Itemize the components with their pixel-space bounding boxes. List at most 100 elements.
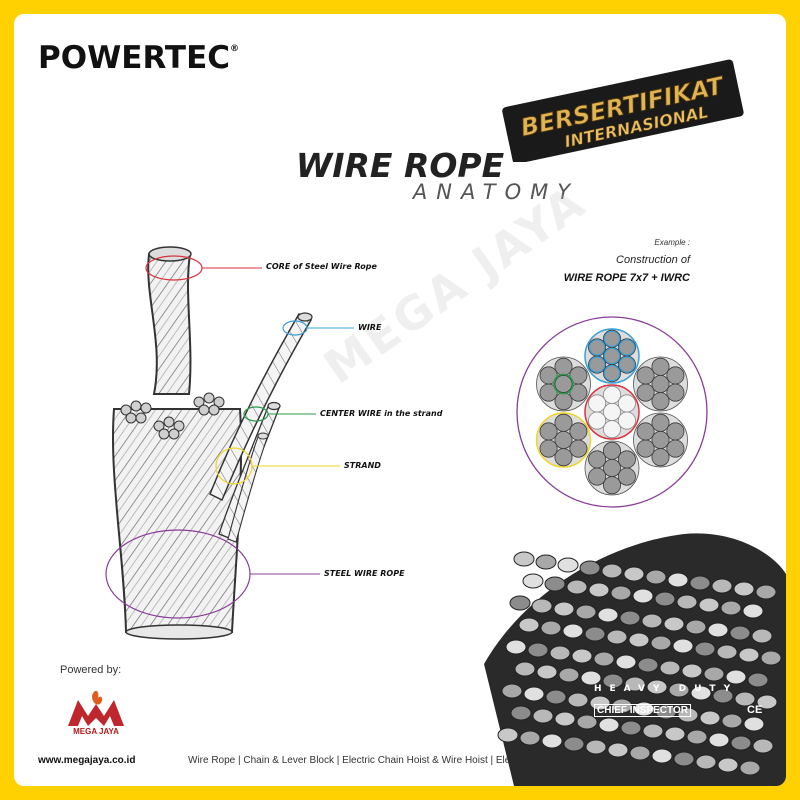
photo-wire-5-2 <box>558 667 580 683</box>
label-strand: STRAND <box>344 461 381 470</box>
photo-wire-5-10 <box>734 691 756 707</box>
photo-wire-0-5 <box>623 566 645 582</box>
outer-strand-3-wire-3 <box>588 467 607 486</box>
photo-wire-2-7 <box>663 616 685 632</box>
example-line1: Construction of <box>616 254 690 266</box>
heavy-duty-text: HEAVY DUTY <box>594 684 739 694</box>
wire-highlight-0 <box>603 347 621 365</box>
wire-highlight-2 <box>603 365 621 382</box>
outer-strand-3-wire-2 <box>603 476 622 495</box>
outer-strand-1-wire-2 <box>651 392 670 411</box>
outer-strand-5-wire-2 <box>554 392 573 411</box>
outer-strand-2-wire-0 <box>651 431 670 450</box>
outer-strand-2-wire-5 <box>651 413 670 432</box>
photo-wire-6-2 <box>545 689 567 705</box>
photo-wire-8-9 <box>695 754 717 770</box>
photo-wire-3-1 <box>540 620 562 636</box>
photo-wire-0-2 <box>557 557 579 573</box>
outer-strand-2-wire-6 <box>666 422 685 441</box>
outer-strand-0-wire-4 <box>588 338 607 357</box>
rope-illustration <box>105 246 354 640</box>
outer-strand-0-wire-3 <box>588 355 607 374</box>
photo-wire-4-2 <box>549 645 571 661</box>
photo-wire-2-5 <box>619 610 641 626</box>
photo-wire-7-6 <box>642 723 664 739</box>
photo-wire-3-0 <box>518 617 540 633</box>
outer-strand-3-wire-6 <box>617 450 636 469</box>
photo-wire-1-4 <box>610 585 632 601</box>
megajaya-logo-text: MEGA JAYA <box>73 727 119 736</box>
megajaya-logo-icon <box>68 690 124 726</box>
brand-logo: POWERTEC® <box>38 40 239 76</box>
photo-wire-8-0 <box>497 727 519 743</box>
outer-strand-0-wire-2 <box>603 364 622 383</box>
photo-wire-8-6 <box>629 745 651 761</box>
photo-wire-2-1 <box>531 598 553 614</box>
outer-strand-4-wire-6 <box>569 422 588 441</box>
outer-strand-2-wire-2 <box>651 448 670 467</box>
photo-wire-2-2 <box>553 601 575 617</box>
photo-wire-6-9 <box>699 710 721 726</box>
photo-wire-4-10 <box>725 669 747 685</box>
photo-wire-7-2 <box>554 711 576 727</box>
photo-wire-1-2 <box>566 579 588 595</box>
photo-wire-1-10 <box>742 603 764 619</box>
photo-wire-4-1 <box>527 642 549 658</box>
photo-wire-3-3 <box>584 626 606 642</box>
photo-wire-4-5 <box>615 654 637 670</box>
label-core: CORE of Steel Wire Rope <box>266 262 377 271</box>
photo-wire-3-4 <box>606 629 628 645</box>
photo-wire-6-4 <box>589 695 611 711</box>
iwrc-core-strand-wire-5 <box>603 385 622 404</box>
outer-strand-0-wire-0 <box>603 347 622 366</box>
photo-wire-0-6 <box>645 569 667 585</box>
iwrc-core-strand-wire-1 <box>617 411 636 430</box>
photo-wire-7-0 <box>510 705 532 721</box>
photo-wire-0-3 <box>579 560 601 576</box>
outer-strand-3-wire-0 <box>603 458 622 477</box>
photo-wire-0-1 <box>535 554 557 570</box>
label-wire: WIRE <box>358 323 382 332</box>
center-wire-highlight <box>553 373 574 395</box>
footer-url[interactable]: www.megajaya.co.id <box>38 755 136 766</box>
photo-wire-7-3 <box>576 714 598 730</box>
wire-highlight-1 <box>618 356 636 373</box>
photo-wire-1-6 <box>654 591 676 607</box>
photo-wire-8-2 <box>541 733 563 749</box>
photo-wire-2-10 <box>729 625 751 641</box>
photo-wire-6-5 <box>611 698 633 714</box>
iwrc-core-strand-wire-0 <box>603 403 622 422</box>
photo-wire-5-6 <box>646 679 668 695</box>
outer-strand-2-wire-3 <box>636 439 655 458</box>
footer-products: Wire Rope | Chain & Lever Block | Electr… <box>188 755 632 766</box>
photo-wire-5-8 <box>690 685 712 701</box>
outer-strand-5-wire-5 <box>554 357 573 376</box>
photo-wire-2-6 <box>641 613 663 629</box>
label-center-wire: CENTER WIRE in the strand <box>320 409 443 418</box>
iwrc-core-strand-wire-3 <box>588 411 607 430</box>
rope-body <box>111 408 243 633</box>
outer-strand-4-wire-2 <box>554 448 573 467</box>
photo-wire-7-4 <box>598 717 620 733</box>
iwrc-core-strand-wire-6 <box>617 394 636 413</box>
photo-wire-3-7 <box>672 638 694 654</box>
wire-highlight-6 <box>618 339 636 356</box>
photo-wire-4-11 <box>747 672 769 688</box>
label-rope: STEEL WIRE ROPE <box>324 569 405 578</box>
photo-wire-8-5 <box>607 742 629 758</box>
photo-wire-6-10 <box>721 713 743 729</box>
photo-wire-7-8 <box>686 729 708 745</box>
photo-wire-2-9 <box>707 622 729 638</box>
photo-wire-7-9 <box>708 732 730 748</box>
photo-wire-1-9 <box>720 600 742 616</box>
photo-wire-2-0 <box>509 595 531 611</box>
photo-wire-0-10 <box>733 581 755 597</box>
photo-wire-3-9 <box>716 644 738 660</box>
outer-strand-4-wire-1 <box>569 439 588 458</box>
outer-strand-2-wire-1 <box>666 439 685 458</box>
photo-wire-4-7 <box>659 660 681 676</box>
photo-wire-1-5 <box>632 588 654 604</box>
photo-wire-4-8 <box>681 663 703 679</box>
title-sub: ANATOMY <box>412 180 580 204</box>
iwrc-core-strand-wire-4 <box>588 394 607 413</box>
